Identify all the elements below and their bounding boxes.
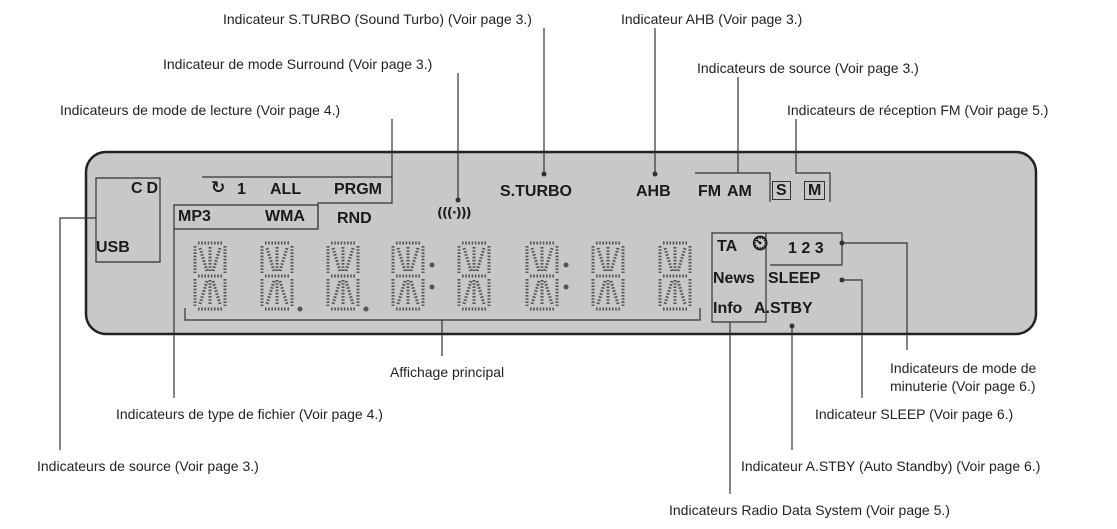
- main-display-digit: [457, 241, 491, 311]
- leader-timer: [842, 242, 908, 350]
- main-display-digit: [391, 241, 425, 311]
- lcd-repeat-one: 1: [237, 181, 246, 198]
- lcd-rnd: RND: [337, 210, 372, 227]
- lcd-sturbo: S.TURBO: [500, 183, 572, 200]
- decimal-point: [363, 306, 369, 312]
- label-sturbo: Indicateur S.TURBO (Sound Turbo) (Voir p…: [223, 11, 532, 27]
- label-rds: Indicateurs Radio Data System (Voir page…: [669, 502, 950, 518]
- main-display-digit: [525, 241, 559, 311]
- lcd-sleep: SLEEP: [768, 270, 821, 287]
- outline-fm-reception: [795, 119, 831, 202]
- main-display-digit: [260, 241, 294, 311]
- outline-file-type: [173, 204, 319, 230]
- leader-dot-timer: [839, 240, 845, 246]
- lcd-usb: USB: [96, 239, 130, 256]
- lcd-ahb: AHB: [636, 183, 671, 200]
- lcd-fm: FM: [698, 183, 722, 200]
- leader-dot-sleep: [839, 277, 845, 283]
- outline-source-box: [95, 177, 161, 263]
- colon-dot: [429, 262, 435, 268]
- label-surround: Indicateur de mode Surround (Voir page 3…: [163, 56, 433, 72]
- lcd-news: News: [713, 270, 755, 287]
- label-play-mode: Indicateurs de mode de lecture (Voir pag…: [60, 102, 341, 118]
- lcd-ta: TA: [717, 238, 738, 255]
- outline-fm-am: [695, 172, 771, 202]
- lcd-timer-digits: 1 2 3: [788, 240, 824, 257]
- main-display-digit: [658, 241, 692, 311]
- outline-rds: [711, 232, 767, 323]
- decimal-point: [297, 306, 303, 312]
- lcd-stereo: S: [772, 181, 791, 200]
- leader-dot-surround: [455, 197, 461, 203]
- label-ahb: Indicateur AHB (Voir page 3.): [621, 11, 803, 27]
- lcd-wma: WMA: [265, 208, 305, 225]
- label-source-bottom: Indicateurs de source (Voir page 3.): [37, 458, 259, 474]
- colon-dot: [429, 284, 435, 290]
- leader-source-bottom: [59, 217, 96, 450]
- lcd-astby: A.STBY: [754, 300, 813, 317]
- surround-icon: (((·))): [437, 206, 472, 221]
- lcd-info: Info: [713, 300, 743, 317]
- label-astby: Indicateur A.STBY (Auto Standby) (Voir p…: [741, 458, 1041, 474]
- leader-sleep: [842, 279, 863, 398]
- timer-clock-icon: ⏲: [752, 231, 769, 255]
- lcd-am: AM: [727, 183, 752, 200]
- lcd-mp3: MP3: [178, 208, 211, 225]
- main-display-digit: [193, 241, 227, 311]
- label-file-type: Indicateurs de type de fichier (Voir pag…: [116, 406, 383, 422]
- leader-lines: [59, 28, 908, 494]
- lcd-mono: M: [804, 181, 826, 200]
- lcd-all: ALL: [270, 181, 302, 198]
- lcd-panel: [84, 150, 1038, 336]
- main-display-digit: [326, 241, 360, 311]
- label-timer-mode-line2: minuterie (Voir page 6.): [890, 378, 1036, 394]
- leader-dot-astby: [789, 323, 795, 329]
- main-display-digit: [591, 241, 625, 311]
- colon-dot: [563, 262, 569, 268]
- repeat-icon: ↻: [211, 178, 226, 198]
- leader-dot-sturbo: [541, 171, 547, 177]
- colon-dot: [563, 284, 569, 290]
- label-sleep: Indicateur SLEEP (Voir page 6.): [815, 406, 1014, 422]
- label-fm-reception: Indicateurs de réception FM (Voir page 5…: [787, 102, 1049, 118]
- main-display-segments: [193, 241, 692, 312]
- outline-timer: [752, 232, 843, 266]
- label-source-top: Indicateurs de source (Voir page 3.): [697, 60, 919, 76]
- label-timer-mode-line1: Indicateurs de mode de: [890, 360, 1037, 376]
- lcd-cd: CD: [131, 180, 163, 197]
- label-main-display: Affichage principal: [390, 364, 505, 380]
- leader-dot-ahb: [652, 171, 658, 177]
- lcd-prgm: PRGM: [334, 181, 382, 198]
